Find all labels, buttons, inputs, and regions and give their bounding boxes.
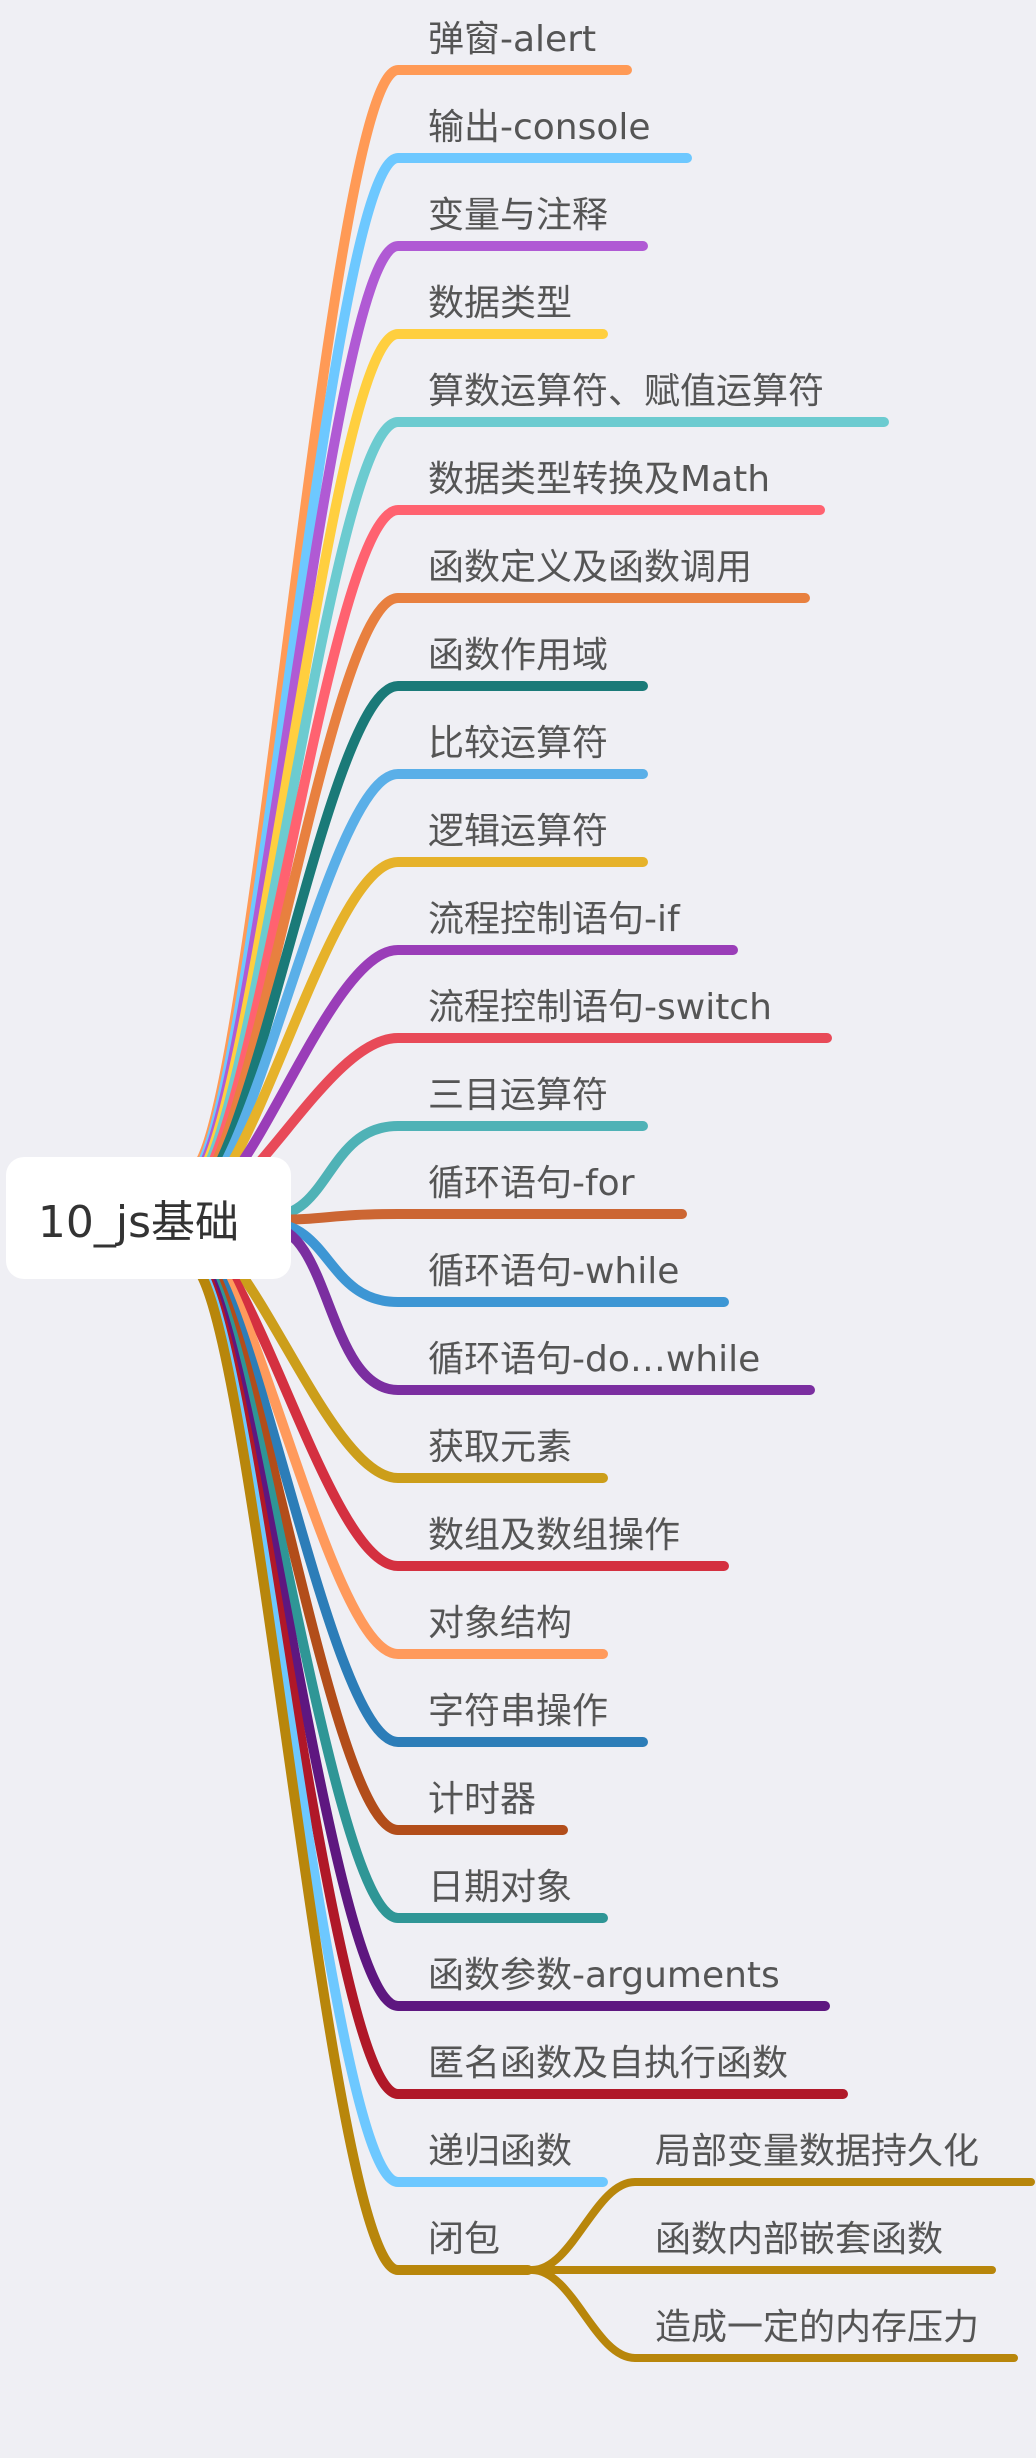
child-label-3[interactable]: 造成一定的内存压力 <box>655 2307 980 2348</box>
branch-label-17[interactable]: 获取元素 <box>428 1427 573 1468</box>
branch-label-5[interactable]: 算数运算符、赋值运算符 <box>428 371 825 412</box>
branch-label-19[interactable]: 对象结构 <box>428 1603 573 1644</box>
branch-label-7[interactable]: 函数定义及函数调用 <box>428 547 753 588</box>
child-label-2[interactable]: 函数内部嵌套函数 <box>655 2219 944 2260</box>
branch-line-16 <box>265 1222 815 1395</box>
branch-label-9[interactable]: 比较运算符 <box>428 723 609 764</box>
branch-line-15 <box>265 1218 729 1307</box>
child-label-1[interactable]: 局部变量数据持久化 <box>655 2131 980 2172</box>
branch-label-20[interactable]: 字符串操作 <box>428 1691 609 1732</box>
root-node[interactable]: 10_js基础 <box>6 1157 291 1279</box>
branch-label-8[interactable]: 函数作用域 <box>428 635 609 676</box>
branch-label-2[interactable]: 输出-console <box>428 107 651 148</box>
child-line-1 <box>528 2178 1035 2274</box>
branch-label-24[interactable]: 匿名函数及自执行函数 <box>428 2043 789 2084</box>
branch-label-10[interactable]: 逻辑运算符 <box>428 811 609 852</box>
branch-label-22[interactable]: 日期对象 <box>428 1867 573 1908</box>
branch-line-13 <box>265 1121 648 1222</box>
branch-label-11[interactable]: 流程控制语句-if <box>428 899 680 940</box>
branch-label-21[interactable]: 计时器 <box>428 1779 537 1820</box>
branch-label-1[interactable]: 弹窗-alert <box>428 19 597 60</box>
child-line-3 <box>528 2266 1018 2362</box>
branch-label-15[interactable]: 循环语句-while <box>428 1251 680 1292</box>
root-label: 10_js基础 <box>37 1197 240 1248</box>
branch-label-4[interactable]: 数据类型 <box>428 283 573 324</box>
branch-label-13[interactable]: 三目运算符 <box>428 1075 609 1116</box>
branch-label-25[interactable]: 递归函数 <box>428 2131 573 2172</box>
branch-label-12[interactable]: 流程控制语句-switch <box>428 987 772 1028</box>
branch-label-18[interactable]: 数组及数组操作 <box>428 1515 681 1556</box>
branch-label-23[interactable]: 函数参数-arguments <box>428 1955 780 1996</box>
branch-label-26[interactable]: 闭包 <box>428 2219 501 2260</box>
branch-label-6[interactable]: 数据类型转换及Math <box>428 459 771 500</box>
branch-line-26 <box>185 1259 533 2275</box>
branch-label-16[interactable]: 循环语句-do…while <box>428 1339 761 1380</box>
branch-label-3[interactable]: 变量与注释 <box>428 195 609 236</box>
branch-label-14[interactable]: 循环语句-for <box>428 1163 635 1204</box>
branch-line-14 <box>265 1209 687 1225</box>
